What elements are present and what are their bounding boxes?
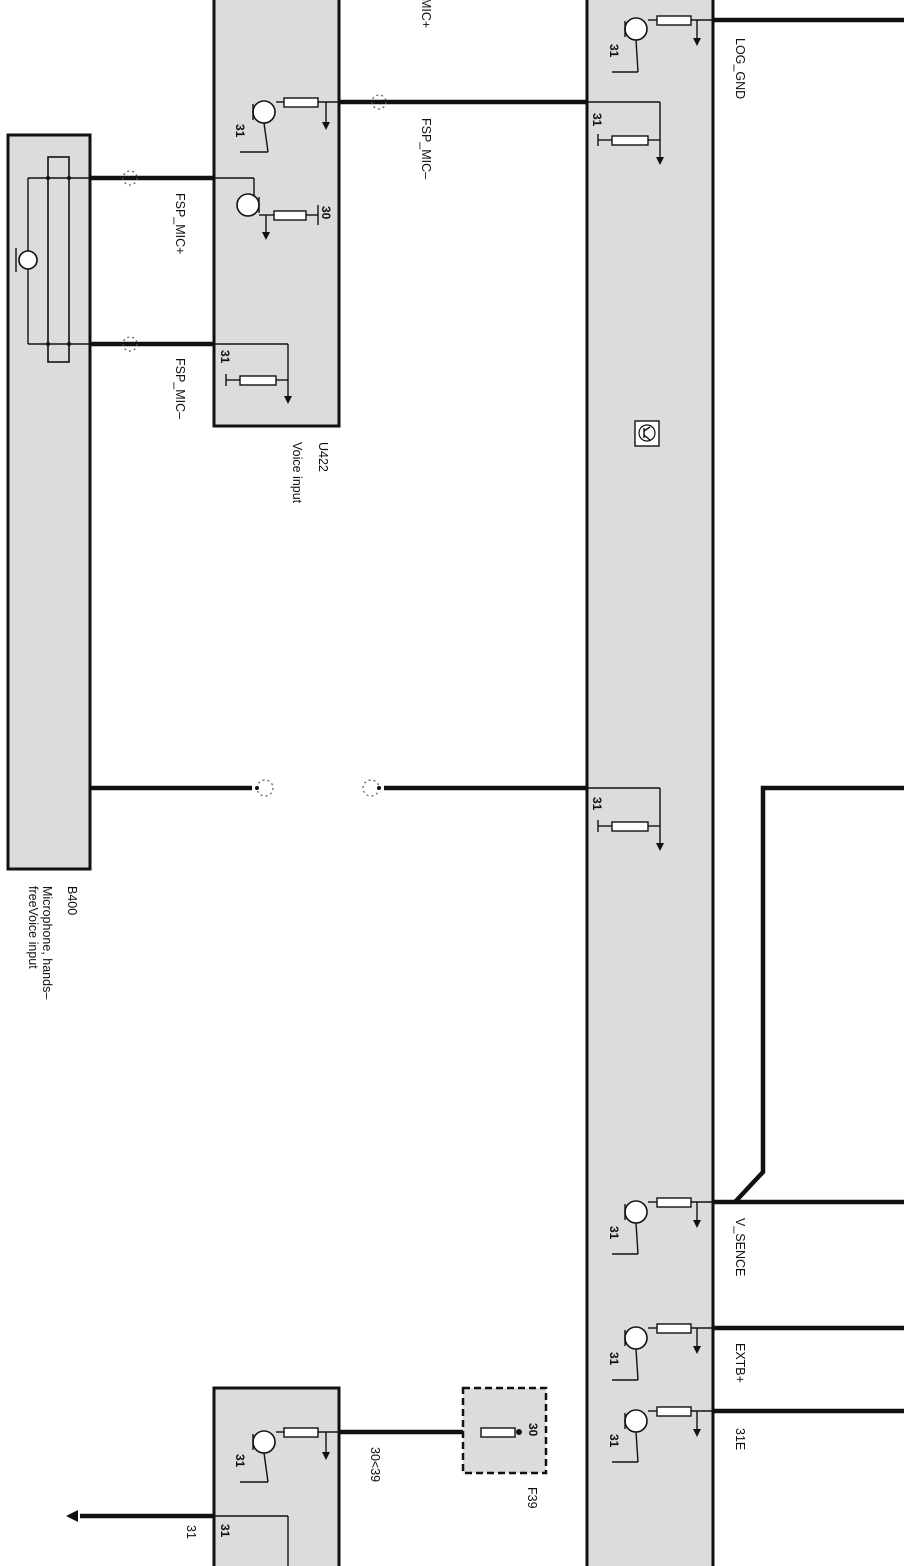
label-b400-name-line2: freeVoice input (26, 886, 40, 969)
label-31e: 31E (733, 1428, 747, 1450)
label-fsp-mic-plus: FSP_MIC+ (173, 193, 187, 254)
label-f39-id: F39 (525, 1487, 539, 1509)
ground-arrow-icon (66, 1510, 78, 1522)
label-u422-id: U422 (316, 442, 330, 472)
main-control-module (585, 0, 715, 1566)
main-transistor-31e (612, 1406, 713, 1463)
label-v-sence: V_SENCE (733, 1218, 747, 1276)
pin-31-31e: 31 (607, 1434, 621, 1448)
label-fsp-mic-minus-top: FSP_MIC– (419, 118, 433, 179)
pin-31-u422-tr: 31 (233, 124, 247, 138)
pin-31-log-gnd: 31 (607, 44, 621, 58)
main-transistor-extb (612, 1323, 713, 1381)
microphone-icon (15, 156, 90, 363)
label-extb-plus: EXTB+ (733, 1343, 747, 1383)
f39-fuse-element (480, 1427, 522, 1438)
pin-31-shield-res: 31 (590, 797, 604, 811)
label-log-gnd: LOG_GND (733, 38, 747, 99)
pin-30-u422: 30 (319, 206, 333, 220)
transistor-symbol-icon (634, 420, 660, 447)
u422-ground-resistor (214, 343, 292, 404)
main-transistor-log-gnd (612, 15, 713, 73)
pin-31-upper-res: 31 (590, 113, 604, 127)
u422-output-transistor (214, 177, 319, 240)
label-u422-name: Voice input (290, 442, 304, 504)
label-b400-id: B400 (65, 886, 79, 915)
connector-marks (122, 94, 387, 797)
label-b400-name-line1: Microphone, hands– (40, 886, 54, 999)
u422-input-transistor (240, 97, 339, 153)
label-30-39: 30<39 (368, 1447, 382, 1482)
pin-31-lower-tr: 31 (233, 1454, 247, 1468)
main-ground-resistor-upper (587, 101, 664, 165)
label-31-bottom: 31 (184, 1525, 198, 1539)
pin-31-extb: 31 (607, 1352, 621, 1366)
label-mic-plus-top: MIC+ (419, 0, 433, 28)
pin-31-v-sence: 31 (607, 1226, 621, 1240)
label-fsp-mic-minus: FSP_MIC– (173, 358, 187, 419)
pin-31-u422-res: 31 (218, 350, 232, 364)
lower-ground-resistor (214, 1515, 289, 1566)
main-ground-resistor-shield (587, 787, 664, 851)
wire-v-sence-branch (733, 785, 904, 1204)
lower-transistor (240, 1427, 339, 1483)
pin-31-lower-res: 31 (218, 1524, 232, 1538)
lower-module (212, 1386, 341, 1566)
main-transistor-v-sence (612, 1197, 713, 1255)
pin-30-f39: 30 (526, 1423, 540, 1437)
